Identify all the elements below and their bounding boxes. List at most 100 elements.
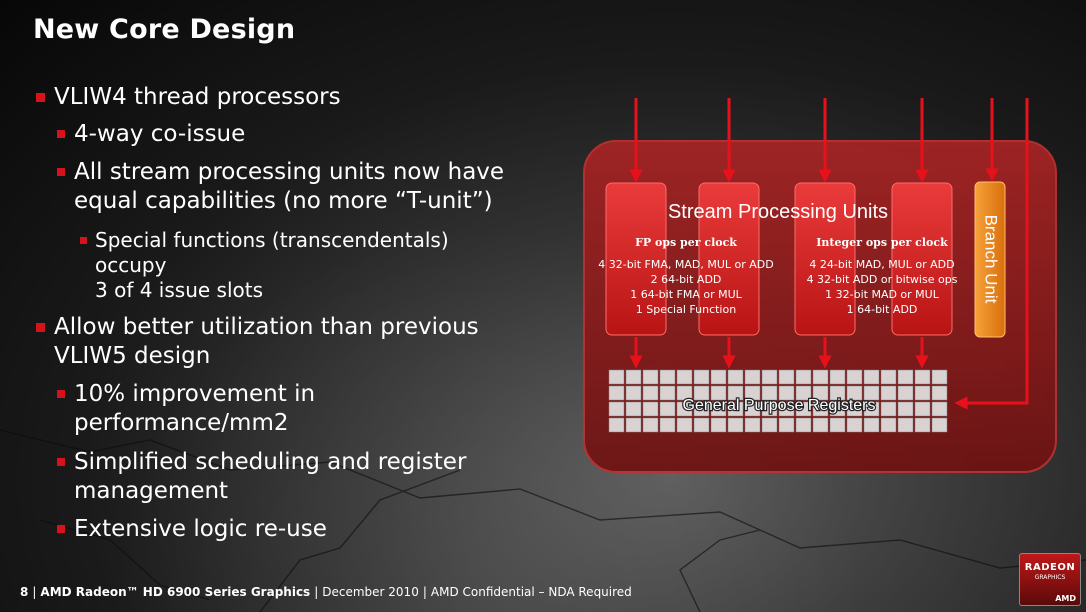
branch-unit <box>974 181 1006 338</box>
register-cell <box>880 385 897 401</box>
register-cell <box>710 417 727 433</box>
footer-confidential: AMD Confidential – NDA Required <box>430 585 632 599</box>
register-cell <box>642 417 659 433</box>
register-cell <box>693 417 710 433</box>
register-cell <box>625 401 642 417</box>
register-cell <box>710 369 727 385</box>
register-cell <box>829 385 846 401</box>
bullet-text: Extensive logic re-use <box>74 516 327 542</box>
bullet-text-line1: Special functions (transcendentals) <box>95 228 449 252</box>
register-cell <box>761 417 778 433</box>
register-cell <box>897 401 914 417</box>
register-cell <box>625 385 642 401</box>
register-cell <box>778 401 795 417</box>
register-cell <box>608 417 625 433</box>
bullet-text-line3: 3 of 4 issue slots <box>95 278 264 302</box>
register-cell <box>642 369 659 385</box>
bullet-4-way: 4-way co-issue <box>57 120 246 149</box>
footer-separator: | <box>422 585 427 599</box>
stream-unit-1 <box>605 182 667 336</box>
fp-op-line: 1 Special Function <box>636 303 736 316</box>
register-cell <box>863 385 880 401</box>
radeon-logo: RADEON GRAPHICS AMD <box>1019 553 1081 606</box>
register-cell <box>812 401 829 417</box>
spu-title: Stream Processing Units <box>668 201 888 223</box>
register-cell <box>880 401 897 417</box>
register-cell <box>914 401 931 417</box>
register-cell <box>608 401 625 417</box>
fp-op-line: 2 64-bit ADD <box>651 273 722 286</box>
fp-op-line: 4 32-bit FMA, MAD, MUL or ADD <box>598 258 774 271</box>
bullet-marker <box>57 525 65 533</box>
register-cell <box>659 401 676 417</box>
logo-radeon-text: RADEON <box>1024 562 1076 573</box>
register-cell <box>897 385 914 401</box>
bullet-vliw4: VLIW4 thread processors <box>36 83 341 112</box>
register-cell <box>744 369 761 385</box>
input-arrows <box>629 98 999 183</box>
register-cell <box>625 369 642 385</box>
slide-title: New Core Design <box>33 14 296 45</box>
bullet-marker <box>57 390 65 398</box>
logo-graphics-text: GRAPHICS <box>1034 574 1066 581</box>
register-cell <box>914 369 931 385</box>
bullet-text-line1: Allow better utilization than previous <box>54 314 479 340</box>
register-cell <box>931 401 948 417</box>
register-cell <box>676 417 693 433</box>
register-cell <box>625 417 642 433</box>
register-cell <box>744 401 761 417</box>
register-cell <box>744 385 761 401</box>
bullet-marker <box>57 130 65 138</box>
register-cell <box>710 385 727 401</box>
register-cell <box>880 369 897 385</box>
bullet-marker <box>36 93 45 102</box>
register-cell <box>863 401 880 417</box>
bullet-marker <box>36 323 45 332</box>
bullet-equal-capabilities: All stream processing units now have equ… <box>57 158 504 216</box>
bullet-logic-reuse: Extensive logic re-use <box>57 515 327 544</box>
bullet-marker <box>80 237 87 244</box>
register-cell <box>795 369 812 385</box>
register-cell <box>676 369 693 385</box>
int-op-line: 1 64-bit ADD <box>847 303 918 316</box>
register-cell <box>608 369 625 385</box>
register-cell <box>710 401 727 417</box>
bullet-text-line2: VLIW5 design <box>54 343 211 369</box>
stream-unit-3 <box>794 182 856 336</box>
fp-op-line: 1 64-bit FMA or MUL <box>630 288 742 301</box>
register-cell <box>693 385 710 401</box>
register-cell <box>659 369 676 385</box>
arrow-feedback <box>954 98 1029 410</box>
register-cell <box>693 369 710 385</box>
bullet-text-line2: occupy <box>95 253 167 277</box>
register-cell <box>931 385 948 401</box>
int-op-line: 4 24-bit MAD, MUL or ADD <box>809 258 954 271</box>
register-cell <box>761 385 778 401</box>
register-cell <box>761 369 778 385</box>
register-cell <box>778 417 795 433</box>
register-cell <box>778 385 795 401</box>
register-cell <box>659 417 676 433</box>
register-cell <box>863 417 880 433</box>
bullet-text-line2: management <box>74 478 229 504</box>
bullet-text: 4-way co-issue <box>74 121 246 147</box>
bullet-text-line2: performance/mm2 <box>74 410 289 436</box>
gpr-label: General Purpose Registers <box>683 397 876 414</box>
register-cell <box>897 417 914 433</box>
register-cell <box>812 417 829 433</box>
register-cell <box>727 401 744 417</box>
stream-unit-4 <box>891 182 953 336</box>
register-cell <box>693 401 710 417</box>
bullet-special-functions: Special functions (transcendentals) occu… <box>80 228 449 303</box>
register-cell <box>659 385 676 401</box>
register-cell <box>795 417 812 433</box>
register-cell <box>846 385 863 401</box>
footer-separator: | <box>32 585 37 599</box>
footer-date: December 2010 <box>322 585 419 599</box>
register-cell <box>744 417 761 433</box>
bullet-text-line1: Simplified scheduling and register <box>74 449 467 475</box>
bullet-text-line1: 10% improvement in <box>74 381 316 407</box>
footer-separator: | <box>314 585 319 599</box>
